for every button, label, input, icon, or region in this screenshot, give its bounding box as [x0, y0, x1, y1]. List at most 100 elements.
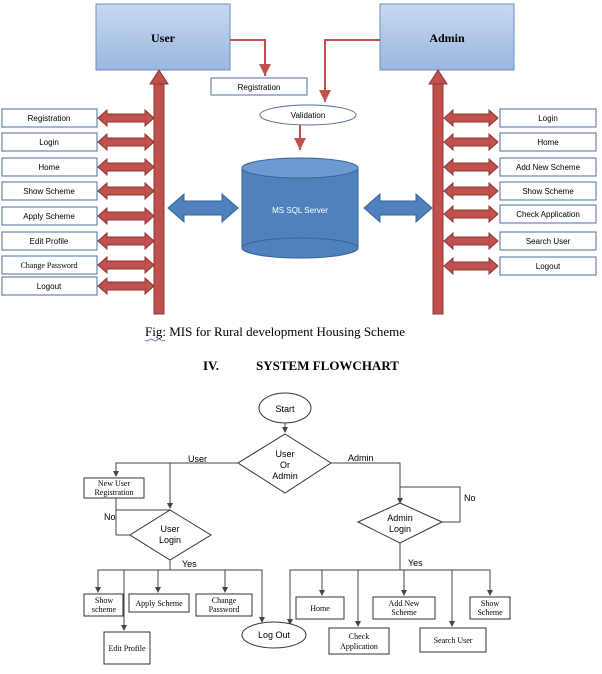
user-login-decision: User Login: [129, 509, 212, 561]
user-menu-login: Login: [1, 132, 155, 152]
user-menu-double-arrow: [97, 108, 155, 128]
fc-search-user: Search User: [419, 627, 487, 653]
svg-text:Change: Change: [212, 596, 237, 605]
user-menu-double-arrow: [97, 276, 155, 296]
svg-text:Show: Show: [95, 596, 113, 605]
admin-menu-logout: Logout: [443, 256, 597, 276]
admin-menu-double-arrow: [443, 204, 499, 224]
svg-text:Password: Password: [209, 605, 240, 614]
svg-text:Scheme: Scheme: [391, 608, 417, 617]
database-label: MS SQL Server: [272, 206, 328, 215]
admin-menu-search-user: Search User: [443, 231, 597, 251]
svg-text:Add New Scheme: Add New Scheme: [516, 163, 581, 172]
svg-text:Search User: Search User: [526, 237, 571, 246]
user-menu-edit-profile: Edit Profile: [1, 231, 155, 251]
fc-show-scheme-admin: Show Scheme: [469, 596, 511, 620]
svg-text:Scheme: Scheme: [477, 608, 503, 617]
user-login-line-2: Login: [159, 535, 181, 545]
user-menu-double-arrow: [97, 231, 155, 251]
svg-text:Logout: Logout: [37, 282, 62, 291]
user-menu-logout: Logout: [1, 276, 155, 296]
svg-text:Edit Profile: Edit Profile: [30, 237, 69, 246]
admin-menu-double-arrow: [443, 132, 499, 152]
section-title: SYSTEM FLOWCHART: [256, 358, 399, 373]
admin-menu-check-application: Check Application: [443, 204, 597, 224]
caption-rest: : MIS for Rural development Housing Sche…: [162, 324, 405, 339]
user-menu-change-password: Change Password: [1, 255, 155, 275]
svg-text:Search User: Search User: [434, 636, 473, 645]
new-user-line-1: New User: [98, 479, 131, 488]
user-menu-double-arrow: [97, 157, 155, 177]
decision-line-3: Admin: [272, 471, 298, 481]
svg-text:Login: Login: [39, 138, 59, 147]
user-login-line-1: User: [160, 524, 179, 534]
svg-text:Apply Scheme: Apply Scheme: [23, 212, 75, 221]
admin-menu-double-arrow: [443, 256, 499, 276]
svg-text:Home: Home: [310, 604, 330, 613]
svg-text:Logout: Logout: [536, 262, 561, 271]
validation-label: Validation: [291, 111, 326, 120]
admin-login-yes-label: Yes: [408, 558, 423, 568]
svg-text:Show Scheme: Show Scheme: [522, 187, 574, 196]
fc-check-application: Check Application: [328, 627, 390, 655]
svg-text:Apply Scheme: Apply Scheme: [135, 599, 183, 608]
user-box: User: [95, 3, 231, 71]
new-user-line-2: Registration: [94, 488, 133, 497]
svg-text:Check: Check: [349, 632, 369, 641]
fc-show-scheme-user: Show scheme: [83, 593, 124, 617]
left-db-double-arrow: [167, 192, 239, 224]
database-cylinder: MS SQL Server: [241, 157, 359, 259]
branch-user-label: User: [188, 454, 207, 464]
svg-text:Show Scheme: Show Scheme: [23, 187, 75, 196]
svg-text:Change Password: Change Password: [20, 261, 77, 270]
figure-caption: Fig: MIS for Rural development Housing S…: [145, 324, 405, 339]
caption-prefix: Fig: [145, 324, 163, 339]
admin-menu-add-new-scheme: Add New Scheme: [443, 157, 597, 177]
section-number: IV.: [203, 358, 219, 373]
fc-apply-scheme: Apply Scheme: [128, 593, 190, 613]
user-menu-double-arrow: [97, 181, 155, 201]
right-db-double-arrow: [363, 192, 433, 224]
svg-text:Registration: Registration: [28, 114, 71, 123]
admin-box-label: Admin: [429, 31, 465, 45]
user-menu-show-scheme: Show Scheme: [1, 181, 155, 201]
fc-add-new-scheme: Add New Scheme: [372, 596, 436, 620]
svg-text:Home: Home: [38, 163, 60, 172]
admin-login-decision: Admin Login: [356, 502, 444, 544]
user-menu-double-arrow: [97, 255, 155, 275]
logout-label: Log Out: [258, 630, 291, 640]
user-login-no-label: No: [104, 512, 116, 522]
user-menu-double-arrow: [97, 206, 155, 226]
svg-text:Login: Login: [538, 114, 558, 123]
user-menu-double-arrow: [97, 132, 155, 152]
decision-line-2: Or: [280, 460, 290, 470]
logout-node: Log Out: [241, 621, 307, 649]
admin-login-line-2: Login: [389, 524, 411, 534]
user-box-label: User: [151, 31, 176, 45]
user-menu-apply-scheme: Apply Scheme: [1, 206, 155, 226]
admin-menu-double-arrow: [443, 231, 499, 251]
admin-box: Admin: [379, 3, 515, 71]
fc-change-password: Change Password: [195, 593, 253, 617]
user-menu-home: Home: [1, 157, 155, 177]
user-menu-registration: Registration: [1, 108, 155, 128]
admin-menu-double-arrow: [443, 108, 499, 128]
admin-menu-double-arrow: [443, 157, 499, 177]
svg-text:Check Application: Check Application: [516, 210, 580, 219]
admin-menu-show-scheme: Show Scheme: [443, 181, 597, 201]
new-user-registration-box: New User Registration: [83, 477, 145, 499]
admin-menu-home: Home: [443, 132, 597, 152]
svg-text:Home: Home: [537, 138, 559, 147]
flowchart-lines: [95, 423, 493, 631]
admin-menu-login: Login: [443, 108, 597, 128]
admin-login-line-1: Admin: [387, 513, 413, 523]
registration-box: Registration: [210, 77, 308, 96]
admin-to-validation-arrow: [319, 39, 380, 102]
fc-edit-profile: Edit Profile: [103, 631, 151, 665]
svg-text:Application: Application: [340, 642, 378, 651]
user-login-yes-label: Yes: [182, 559, 197, 569]
spellcheck-underline: [144, 338, 166, 342]
svg-text:scheme: scheme: [92, 605, 116, 614]
